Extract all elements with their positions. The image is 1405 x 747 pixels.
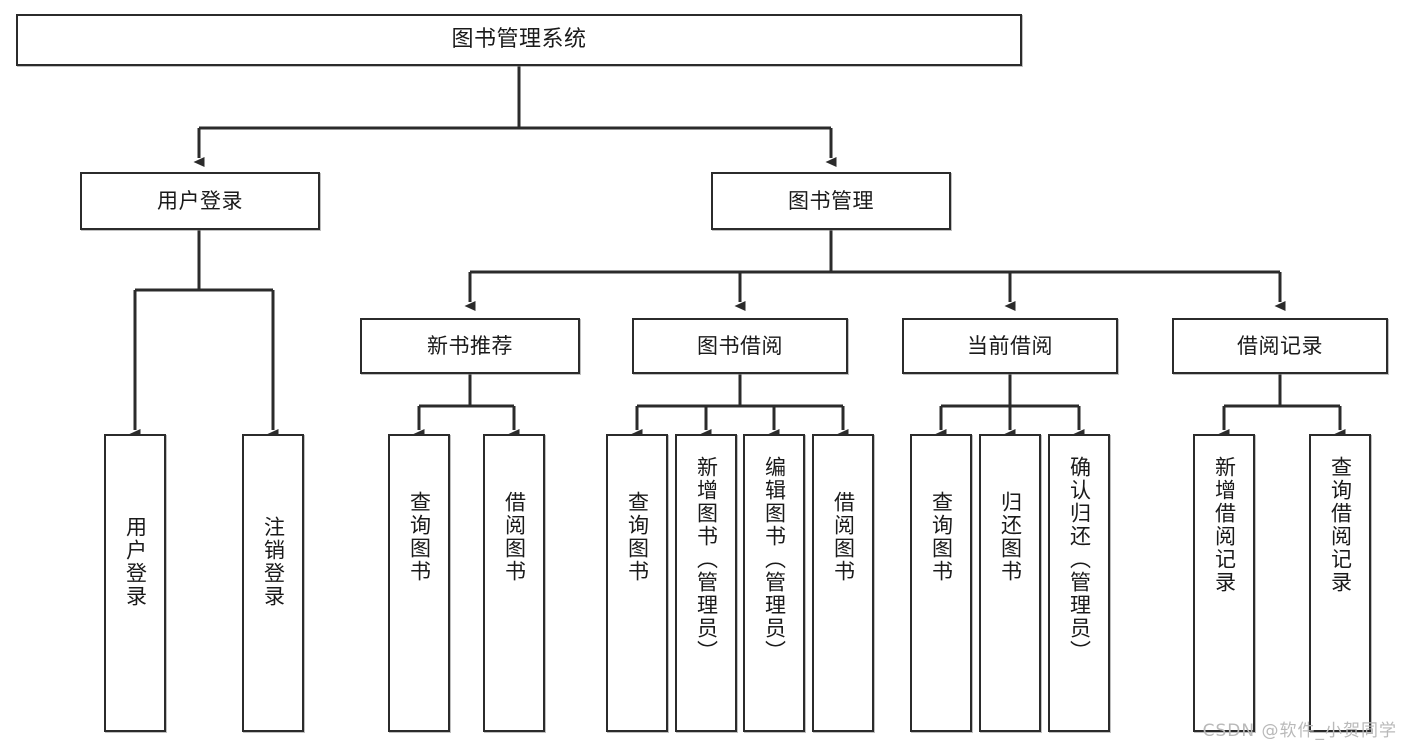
node-leaf-confirm-return-admin[interactable]: 确认归还（管理员） — [1048, 434, 1110, 732]
node-label: 查询图书 — [929, 491, 954, 583]
node-label: 借阅图书 — [502, 491, 527, 583]
csdn-watermark: CSDN @软件_小贺同学 — [1202, 721, 1397, 741]
node-label: 归还图书 — [998, 491, 1023, 583]
node-leaf-edit-book-admin[interactable]: 编辑图书（管理员） — [743, 434, 805, 732]
node-label: 查询图书 — [625, 491, 650, 583]
node-leaf-return-book[interactable]: 归还图书 — [979, 434, 1041, 732]
node-user-login[interactable]: 用户登录 — [80, 172, 320, 230]
node-leaf-user-login[interactable]: 用户登录 — [104, 434, 166, 732]
node-label: 借阅记录 — [1237, 333, 1323, 358]
node-leaf-query-book-current[interactable]: 查询图书 — [910, 434, 972, 732]
node-label: 新增借阅记录 — [1212, 456, 1237, 594]
node-leaf-borrow-book-recommend[interactable]: 借阅图书 — [483, 434, 545, 732]
node-label: 图书管理 — [788, 188, 874, 213]
node-book-manage[interactable]: 图书管理 — [711, 172, 951, 230]
node-label: 新书推荐 — [427, 333, 513, 358]
node-current-borrow[interactable]: 当前借阅 — [902, 318, 1118, 374]
node-root-book-management-system[interactable]: 图书管理系统 — [16, 14, 1022, 66]
node-new-book-recommend[interactable]: 新书推荐 — [360, 318, 580, 374]
node-leaf-query-book-recommend[interactable]: 查询图书 — [388, 434, 450, 732]
node-leaf-add-borrow-record[interactable]: 新增借阅记录 — [1193, 434, 1255, 732]
node-label: 当前借阅 — [967, 333, 1053, 358]
node-leaf-query-book-borrow[interactable]: 查询图书 — [606, 434, 668, 732]
node-label: 查询图书 — [407, 491, 432, 583]
node-label: 图书管理系统 — [451, 27, 587, 53]
node-label: 确认归还（管理员） — [1067, 456, 1092, 663]
node-book-borrow[interactable]: 图书借阅 — [632, 318, 848, 374]
node-label: 新增图书（管理员） — [694, 456, 719, 663]
node-leaf-borrow-book[interactable]: 借阅图书 — [812, 434, 874, 732]
node-label: 编辑图书（管理员） — [762, 456, 787, 663]
node-leaf-logout[interactable]: 注销登录 — [242, 434, 304, 732]
node-label: 用户登录 — [157, 188, 243, 213]
node-label: 图书借阅 — [697, 333, 783, 358]
node-borrow-record[interactable]: 借阅记录 — [1172, 318, 1388, 374]
node-leaf-query-borrow-record[interactable]: 查询借阅记录 — [1309, 434, 1371, 732]
node-label: 注销登录 — [261, 516, 286, 608]
node-label: 查询借阅记录 — [1328, 456, 1353, 594]
node-leaf-add-book-admin[interactable]: 新增图书（管理员） — [675, 434, 737, 732]
node-label: 用户登录 — [123, 516, 148, 608]
node-label: 借阅图书 — [831, 491, 856, 583]
